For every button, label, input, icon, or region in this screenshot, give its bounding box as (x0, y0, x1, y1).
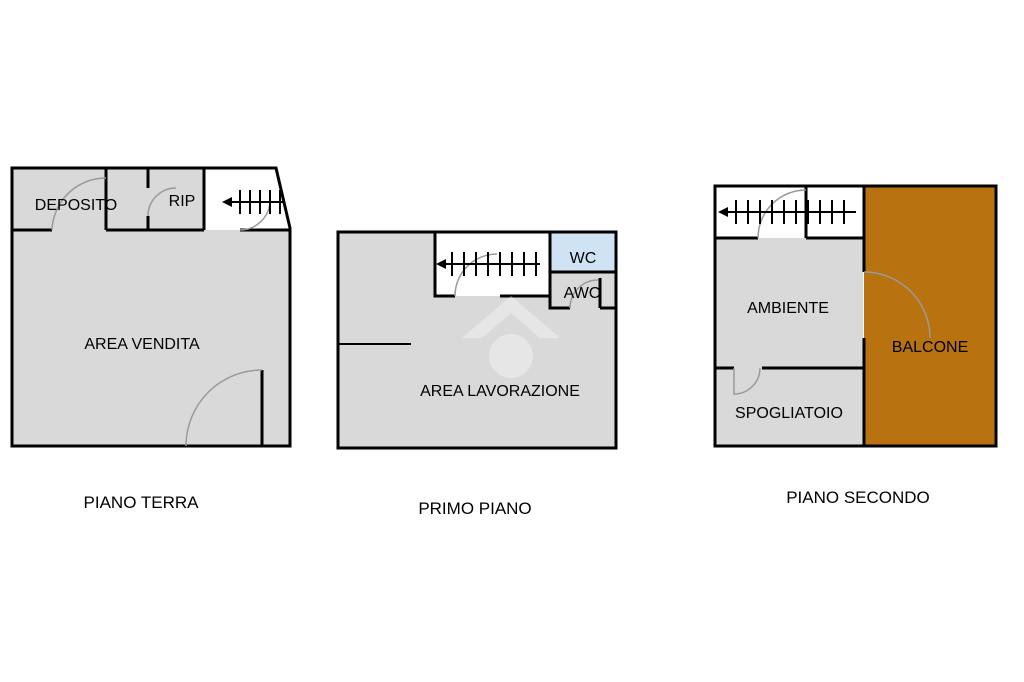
title-primo-piano: PRIMO PIANO (418, 499, 531, 518)
door-arc (185, 369, 263, 447)
door-arc (147, 187, 177, 217)
label-area-lavorazione: AREA LAVORAZIONE (420, 383, 580, 400)
title-piano-terra: PIANO TERRA (84, 493, 200, 512)
room-wc (551, 232, 616, 272)
room-awc (551, 272, 616, 308)
staircase-icon (436, 252, 540, 276)
label-area-vendita: AREA VENDITA (84, 336, 200, 353)
label-rip: RIP (169, 193, 196, 210)
label-ambiente: AMBIENTE (747, 300, 829, 317)
stair-area-terra (204, 168, 290, 228)
label-awc: AWC (564, 285, 601, 302)
room-spogliatoio (715, 368, 863, 446)
door-arc (569, 279, 599, 309)
label-spogliatoio: SPOGLIATOIO (735, 405, 843, 422)
label-wc: WC (570, 250, 597, 267)
room-area-vendita (12, 230, 290, 446)
room-deposito (12, 168, 106, 230)
room-rip (106, 168, 204, 230)
floor-piano-terra: DEPOSITO RIP AREA VENDITA PIANO TERRA (10, 166, 292, 512)
staircase-icon (718, 200, 856, 224)
label-balcone: BALCONE (892, 339, 968, 356)
door-arc (733, 367, 761, 395)
staircase-icon (222, 190, 284, 214)
floor-piano-secondo: AMBIENTE BALCONE SPOGLIATOIO PIANO SECON… (713, 184, 998, 507)
title-piano-secondo: PIANO SECONDO (786, 488, 930, 507)
room-balcone (864, 186, 996, 446)
door-arc (863, 271, 931, 339)
door-arc (51, 177, 107, 231)
watermark-house-icon (462, 296, 560, 378)
label-deposito: DEPOSITO (35, 197, 117, 214)
floor-primo-piano: WC AWC AREA LAVORAZIONE PRIMO PIANO (336, 230, 618, 518)
room-ambiente (715, 238, 863, 368)
door-arc (454, 253, 498, 297)
